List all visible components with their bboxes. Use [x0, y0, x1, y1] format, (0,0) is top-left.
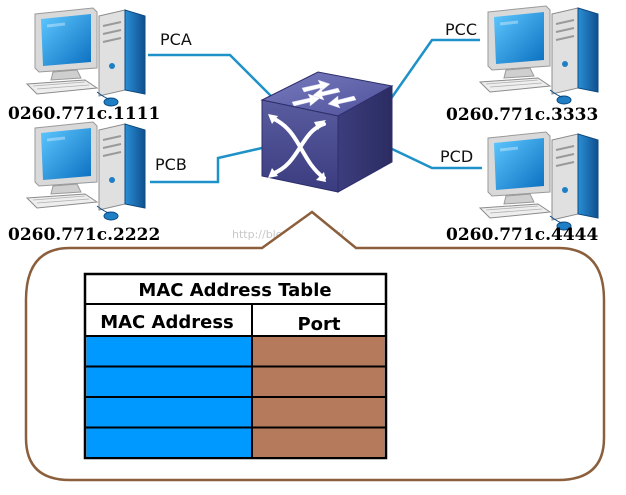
- network-links: [148, 38, 482, 184]
- header-mac-address: MAC Address: [100, 312, 234, 333]
- link-pcb: [150, 146, 263, 184]
- mac-address-table: MAC Address Table MAC Address Port: [83, 272, 388, 460]
- table-row: [85, 365, 386, 396]
- link-pcc: [388, 38, 480, 101]
- switch-icon: [260, 71, 394, 193]
- pc-name-d: PCD: [440, 147, 473, 166]
- computer-icon: [25, 120, 147, 222]
- mac-label-d: 0260.771c.4444: [446, 225, 598, 245]
- computer-icon: [25, 6, 147, 108]
- port-cell: [253, 337, 385, 366]
- pc-b: [25, 120, 147, 222]
- computer-icon: [478, 4, 600, 106]
- table-row: [86, 337, 385, 366]
- table-row: [85, 426, 386, 457]
- port-cell: [253, 428, 385, 457]
- pc-name-a: PCA: [160, 30, 192, 49]
- pc-name-c: PCC: [445, 20, 477, 39]
- table-title: MAC Address Table: [138, 280, 331, 301]
- link-pcd: [389, 146, 482, 170]
- mac-address-cell: [86, 428, 251, 457]
- mac-address-cell: [86, 398, 251, 427]
- table-rows: [85, 337, 386, 457]
- pc-a: [25, 6, 147, 108]
- mac-label-b: 0260.771c.2222: [8, 225, 160, 245]
- mac-label-a: 0260.771c.1111: [8, 104, 160, 124]
- mac-label-c: 0260.771c.3333: [446, 105, 598, 125]
- pc-name-b: PCB: [155, 155, 187, 174]
- mac-address-cell: [86, 367, 251, 396]
- pc-d: [478, 130, 600, 232]
- mac-address-cell: [86, 337, 251, 366]
- pc-c: [478, 4, 600, 106]
- link-pca: [148, 53, 276, 101]
- header-port: Port: [297, 314, 340, 335]
- computer-icon: [478, 130, 600, 232]
- port-cell: [253, 398, 385, 427]
- port-cell: [253, 367, 385, 396]
- table-row: [85, 396, 386, 427]
